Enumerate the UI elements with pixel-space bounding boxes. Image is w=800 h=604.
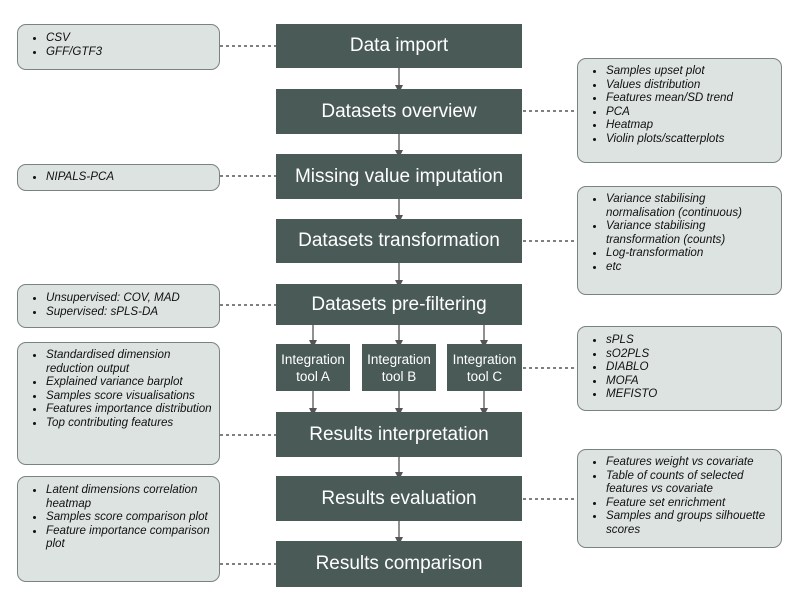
- tool-integration-a: Integration tool A: [276, 344, 350, 391]
- step-datasets-prefiltering: Datasets pre-filtering: [276, 284, 522, 325]
- note-item: Explained variance barplot: [46, 375, 213, 389]
- step-results-evaluation: Results evaluation: [276, 476, 522, 521]
- note-item: Features mean/SD trend: [606, 91, 775, 105]
- note-item: Latent dimensions correlation heatmap: [46, 483, 213, 510]
- note-item: Table of counts of selected features vs …: [606, 469, 775, 496]
- note-integration-tools: sPLSsO2PLSDIABLOMOFAMEFISTO: [577, 326, 782, 411]
- note-item: Top contributing features: [46, 416, 213, 430]
- note-evaluation-outputs: Features weight vs covariateTable of cou…: [577, 449, 782, 548]
- note-item: Feature set enrichment: [606, 496, 775, 510]
- step-results-comparison: Results comparison: [276, 541, 522, 587]
- note-interpretation-outputs: Standardised dimension reduction outputE…: [17, 342, 220, 465]
- step-data-import: Data import: [276, 24, 522, 68]
- step-datasets-overview: Datasets overview: [276, 89, 522, 134]
- note-item: Features weight vs covariate: [606, 455, 775, 469]
- note-item: GFF/GTF3: [46, 45, 213, 59]
- note-item: Unsupervised: COV, MAD: [46, 291, 213, 305]
- note-item: etc: [606, 260, 775, 274]
- note-item: Features importance distribution: [46, 402, 213, 416]
- note-item: Samples and groups silhouette scores: [606, 509, 775, 536]
- tool-label-line1: Integration: [367, 351, 431, 367]
- tool-integration-c: Integration tool C: [447, 344, 522, 391]
- step-label: Missing value imputation: [294, 165, 504, 187]
- tool-label-line2: tool C: [466, 368, 503, 384]
- step-label: Results interpretation: [309, 423, 489, 445]
- note-item: Supervised: sPLS-DA: [46, 305, 213, 319]
- note-item: Variance stabilising transformation (cou…: [606, 219, 775, 246]
- step-missing-value-imputation: Missing value imputation: [276, 154, 522, 199]
- note-item: sO2PLS: [606, 347, 775, 361]
- tool-label-line2: tool A: [296, 368, 330, 384]
- step-label: Datasets transformation: [298, 230, 500, 251]
- step-label: Data import: [349, 35, 449, 56]
- note-transformation-methods: Variance stabilising normalisation (cont…: [577, 186, 782, 295]
- note-item: Samples upset plot: [606, 64, 775, 78]
- tool-label-line2: tool B: [381, 368, 417, 384]
- step-label: Datasets overview: [321, 100, 477, 122]
- tool-integration-b: Integration tool B: [362, 344, 436, 391]
- note-imputation-methods: NIPALS-PCA: [17, 164, 220, 191]
- step-results-interpretation: Results interpretation: [276, 412, 522, 457]
- note-prefiltering-methods: Unsupervised: COV, MADSupervised: sPLS-D…: [17, 284, 220, 328]
- note-item: Samples score comparison plot: [46, 510, 213, 524]
- step-label: Results comparison: [315, 553, 483, 574]
- note-item: Values distribution: [606, 78, 775, 92]
- note-item: Heatmap: [606, 118, 775, 132]
- note-item: MEFISTO: [606, 387, 775, 401]
- note-item: Samples score visualisations: [46, 389, 213, 403]
- note-item: Violin plots/scatterplots: [606, 132, 775, 146]
- note-comparison-outputs: Latent dimensions correlation heatmapSam…: [17, 476, 220, 582]
- note-item: MOFA: [606, 374, 775, 388]
- note-item: Log-transformation: [606, 246, 775, 260]
- note-item: DIABLO: [606, 360, 775, 374]
- note-item: NIPALS-PCA: [46, 170, 213, 184]
- step-label: Datasets pre-filtering: [311, 293, 487, 315]
- step-label: Results evaluation: [321, 487, 477, 509]
- tool-label-line1: Integration: [452, 351, 517, 367]
- note-item: CSV: [46, 31, 213, 45]
- step-datasets-transformation: Datasets transformation: [276, 219, 522, 263]
- note-import-formats: CSVGFF/GTF3: [17, 24, 220, 70]
- note-item: Feature importance comparison plot: [46, 524, 213, 551]
- note-item: Standardised dimension reduction output: [46, 348, 213, 375]
- note-item: PCA: [606, 105, 775, 119]
- note-overview-plots: Samples upset plotValues distributionFea…: [577, 58, 782, 163]
- tool-label-line1: Integration: [281, 351, 345, 367]
- note-item: sPLS: [606, 333, 775, 347]
- note-item: Variance stabilising normalisation (cont…: [606, 192, 775, 219]
